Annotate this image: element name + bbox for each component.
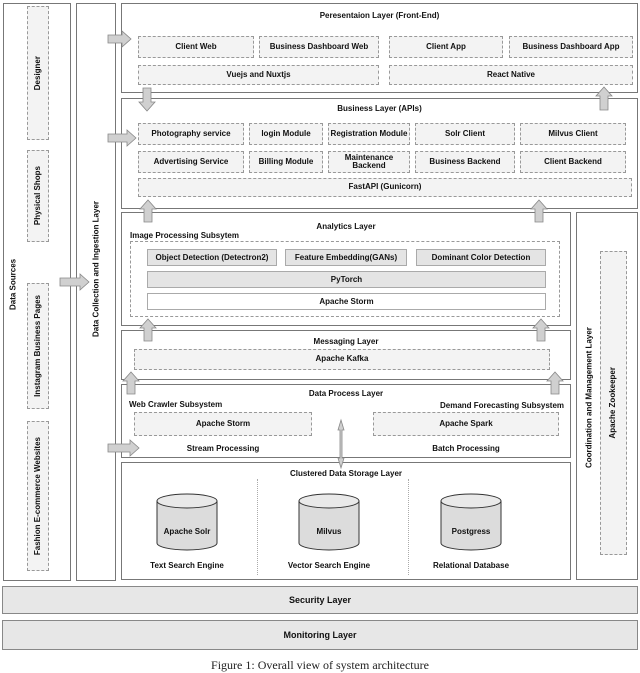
postgres-caption: Relational Database (432, 561, 510, 570)
postgres-name: Postgress (451, 527, 491, 536)
source-physical-shops: Physical Shops (27, 150, 49, 242)
source-designer: Designer (27, 6, 49, 140)
registration-module-box: Registration Module (328, 123, 410, 145)
data-sources-panel: Data Sources Designer Physical Shops Ins… (3, 3, 71, 581)
coordination-layer-label: Coordination and Management Layer (584, 327, 594, 469)
business-backend-box: Business Backend (415, 151, 515, 173)
postgres-cylinder (440, 493, 502, 551)
client-web-box: Client Web (138, 36, 254, 58)
dominant-color-box: Dominant Color Detection (416, 249, 546, 266)
storage-layer: Clustered Data Storage Layer Apache Solr… (121, 462, 571, 580)
source-instagram-label: Instagram Business Pages (32, 295, 42, 397)
analytics-layer-title: Analytics Layer (316, 222, 376, 231)
business-layer-title: Business Layer (APIs) (337, 104, 422, 113)
login-module-box: login Module (249, 123, 323, 145)
source-instagram: Instagram Business Pages (27, 283, 49, 409)
stream-processing-label: Stream Processing (186, 444, 260, 453)
zookeeper-box: Apache Zookeeper (600, 251, 627, 555)
data-process-layer-title: Data Process Layer (308, 389, 384, 398)
messaging-layer-title: Messaging Layer (313, 337, 379, 346)
figure-caption: Figure 1: Overall view of system archite… (211, 658, 429, 672)
solr-cylinder (156, 493, 218, 551)
milvus-cylinder (298, 493, 360, 551)
business-dashboard-app-box: Business Dashboard App (509, 36, 633, 58)
image-processing-subsystem (130, 241, 560, 317)
messaging-layer: Messaging Layer Apache Kafka (121, 330, 571, 380)
ingestion-layer-panel: Data Collection and Ingestion Layer (76, 3, 116, 581)
source-physical-shops-label: Physical Shops (32, 166, 42, 226)
react-native-box: React Native (389, 65, 633, 85)
vue-nuxt-box: Vuejs and Nuxtjs (138, 65, 379, 85)
billing-module-box: Billing Module (249, 151, 323, 173)
advertising-service-box: Advertising Service (138, 151, 244, 173)
monitoring-layer: Monitoring Layer (2, 620, 638, 650)
milvus-client-box: Milvus Client (520, 123, 626, 145)
process-storm-box: Apache Storm (134, 412, 312, 436)
spark-box: Apache Spark (373, 412, 559, 436)
business-dashboard-web-box: Business Dashboard Web (259, 36, 379, 58)
web-crawler-label: Web Crawler Subsystem (129, 400, 223, 409)
data-process-layer: Data Process Layer Web Crawler Subsystem… (121, 384, 571, 458)
source-ecommerce-label: Fashion E-commerce Websites (32, 436, 42, 556)
feature-embedding-box: Feature Embedding(GANs) (285, 249, 407, 266)
object-detection-box: Object Detection (Detectron2) (147, 249, 277, 266)
pytorch-box: PyTorch (147, 271, 546, 288)
client-app-box: Client App (389, 36, 503, 58)
maintenance-backend-box: Maintenance Backend (328, 151, 410, 173)
coordination-layer: Coordination and Management Layer Apache… (576, 212, 638, 580)
solr-caption: Text Search Engine (150, 561, 224, 570)
demand-forecasting-label: Demand Forecasting Subsystem (440, 401, 565, 410)
presentation-layer: Peresentaion Layer (Front-End) Client We… (121, 3, 638, 93)
zookeeper-label: Apache Zookeeper (608, 367, 618, 439)
business-layer: Business Layer (APIs) Photography servic… (121, 98, 638, 209)
client-backend-box: Client Backend (520, 151, 626, 173)
storage-divider-2 (408, 479, 409, 575)
analytics-storm-box: Apache Storm (147, 293, 546, 310)
solr-name: Apache Solr (163, 527, 211, 536)
fastapi-box: FastAPI (Gunicorn) (138, 178, 632, 197)
photography-service-box: Photography service (138, 123, 244, 145)
kafka-box: Apache Kafka (134, 349, 550, 370)
milvus-name: Milvus (316, 527, 342, 536)
source-designer-label: Designer (32, 55, 42, 91)
milvus-caption: Vector Search Engine (287, 561, 371, 570)
presentation-layer-title: Peresentaion Layer (Front-End) (319, 11, 440, 20)
source-ecommerce: Fashion E-commerce Websites (27, 421, 49, 571)
storage-divider-1 (257, 479, 258, 575)
storage-layer-title: Clustered Data Storage Layer (289, 469, 403, 478)
batch-processing-label: Batch Processing (432, 444, 500, 453)
data-sources-label: Data Sources (8, 258, 18, 310)
solr-client-box: Solr Client (415, 123, 515, 145)
image-processing-subsystem-label: Image Processing Subsytem (130, 231, 239, 240)
ingestion-layer-label: Data Collection and Ingestion Layer (91, 200, 101, 338)
analytics-layer: Analytics Layer Image Processing Subsyte… (121, 212, 571, 326)
security-layer: Security Layer (2, 586, 638, 614)
